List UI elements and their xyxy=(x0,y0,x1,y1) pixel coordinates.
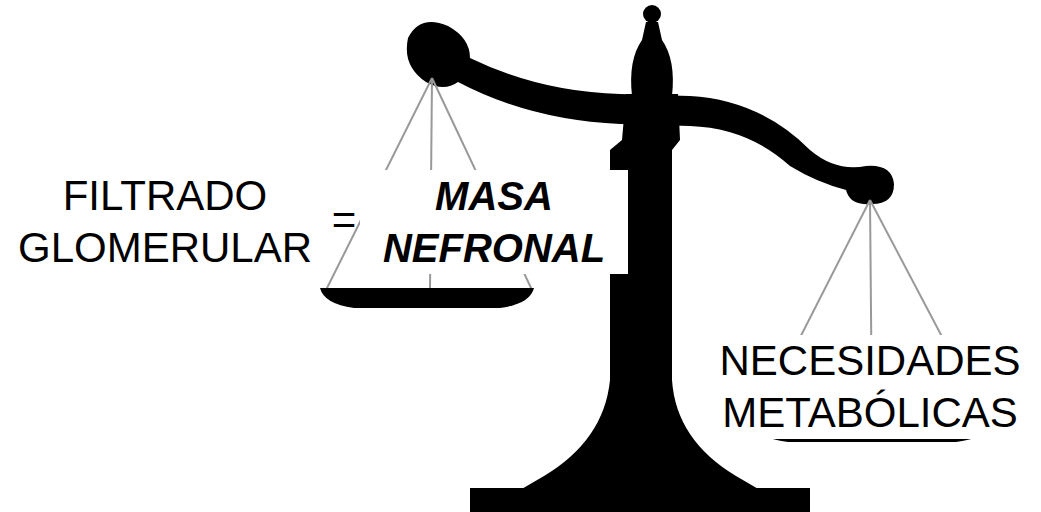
finial xyxy=(631,22,673,96)
quantity-label: FILTRADO GLOMERULAR xyxy=(2,170,328,274)
left-pan xyxy=(320,288,534,308)
emphasis-label: MASA NEFRONAL xyxy=(360,170,628,274)
scale-base xyxy=(470,488,810,512)
finial-ball xyxy=(643,5,661,23)
equals-sign: = xyxy=(326,194,362,246)
pan-label: NECESIDADES METABÓLICAS xyxy=(704,335,1036,439)
